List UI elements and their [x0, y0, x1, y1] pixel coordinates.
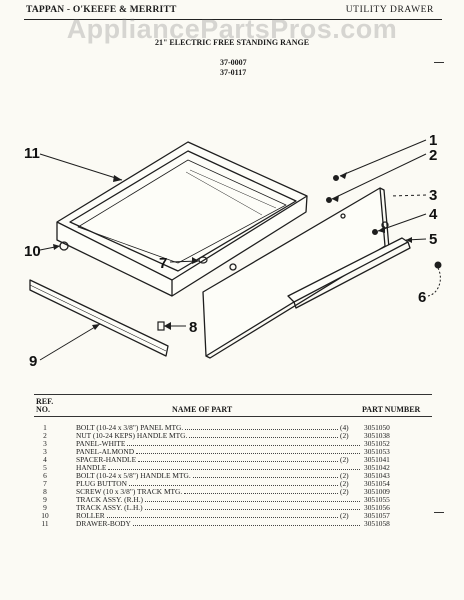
table-row: 4 SPACER-HANDLE (2) 3051041 [43, 455, 390, 464]
dotted-leader [136, 448, 360, 454]
part-name: SPACER-HANDLE [76, 455, 137, 464]
part-number: 3051054 [364, 479, 390, 488]
part-name: ROLLER [76, 511, 105, 520]
part-name: TRACK ASSY. (L.H.) [76, 503, 143, 512]
track-drawing [29, 279, 169, 357]
page-subtitle: 21" ELECTRIC FREE STANDING RANGE [154, 38, 310, 47]
drawer-body-drawing [56, 141, 308, 297]
callout-2: 2 [429, 147, 437, 164]
section-header: UTILITY DRAWER [345, 5, 434, 15]
table-row: 3 PANEL-ALMOND 3051053 [43, 447, 390, 456]
ref-header-line1: REF. [36, 397, 54, 406]
callout-8: 8 [189, 319, 197, 336]
dotted-leader [189, 432, 338, 438]
table-row: 9 TRACK ASSY. (R.H.) 3051055 [43, 495, 390, 504]
model-number-1: 37-0007 [220, 58, 247, 67]
part-qty: (2) [340, 479, 349, 488]
callout-4: 4 [429, 206, 438, 223]
part-qty: (4) [340, 423, 349, 432]
margin-mark [434, 62, 444, 63]
part-qty: (2) [340, 455, 349, 464]
part-name: BOLT (10-24 x 5/8") HANDLE MTG. [76, 471, 191, 480]
callout-5: 5 [429, 231, 437, 248]
model-number-2: 37-0117 [220, 68, 247, 77]
part-name: PANEL-ALMOND [76, 447, 135, 456]
dotted-leader [133, 520, 360, 526]
table-row: 10 ROLLER (2) 3051057 [41, 511, 390, 520]
part-number: 3051009 [364, 487, 390, 496]
part-qty: (2) [340, 487, 349, 496]
table-row: 11 DRAWER-BODY 3051058 [41, 519, 390, 528]
dotted-leader [193, 472, 338, 478]
margin-mark [434, 512, 444, 513]
part-qty: (2) [340, 511, 349, 520]
table-row: 6 BOLT (10-24 x 5/8") HANDLE MTG. (2) 30… [43, 471, 390, 480]
part-number: 3051038 [364, 431, 390, 440]
dotted-leader [129, 480, 338, 486]
part-qty: (2) [340, 431, 349, 440]
table-row: 8 SCREW (10 x 3/8") TRACK MTG. (2) 30510… [43, 487, 390, 496]
dotted-leader [184, 488, 338, 494]
fastener-drawings [157, 175, 442, 331]
part-name: SCREW (10 x 3/8") TRACK MTG. [76, 487, 183, 496]
dotted-leader [108, 464, 360, 470]
dotted-leader [185, 424, 338, 430]
part-name: NUT (10-24 KEPS) HANDLE MTG. [76, 431, 188, 440]
part-number: 3051043 [364, 471, 390, 480]
part-number: 3051056 [364, 503, 390, 512]
part-qty: (2) [340, 471, 349, 480]
brand-header: TAPPAN - O'KEEFE & MERRITT [26, 5, 177, 15]
part-name: PANEL-WHITE [76, 439, 126, 448]
part-number: 3051050 [364, 423, 390, 432]
ref-header-line2: NO. [36, 405, 50, 414]
part-name: PLUG BUTTON [76, 479, 127, 488]
dotted-leader [145, 504, 360, 510]
dotted-leader [127, 440, 360, 446]
part-number: 3051041 [364, 455, 390, 464]
table-row: 2 NUT (10-24 KEPS) HANDLE MTG. (2) 30510… [43, 431, 390, 440]
callout-11: 11 [24, 145, 40, 162]
watermark: AppliancePartsPros.com [66, 14, 398, 44]
part-number: 3051042 [364, 463, 390, 472]
table-row: 3 PANEL-WHITE 3051052 [43, 439, 390, 448]
dotted-leader [145, 496, 360, 502]
front-panel-drawing [202, 187, 411, 359]
part-number: 3051052 [364, 439, 390, 448]
table-row: 7 PLUG BUTTON (2) 3051054 [43, 479, 390, 488]
table-row: 5 HANDLE 3051042 [43, 463, 390, 472]
part-number: 3051058 [364, 519, 390, 528]
dotted-leader [107, 512, 338, 518]
callout-9: 9 [29, 353, 37, 370]
part-name: TRACK ASSY. (R.H.) [76, 495, 144, 504]
header-rule [24, 19, 442, 20]
callout-1: 1 [429, 132, 437, 149]
table-row: 9 TRACK ASSY. (L.H.) 3051056 [43, 503, 390, 512]
callout-7: 7 [159, 255, 167, 272]
callout-6: 6 [418, 289, 426, 306]
part-name: DRAWER-BODY [76, 519, 131, 528]
callout-arrowheads [53, 172, 412, 330]
callout-leaders [39, 139, 441, 361]
table-top-rule [34, 394, 432, 395]
part-number: 3051053 [364, 447, 390, 456]
part-name: HANDLE [76, 463, 107, 472]
part-name: BOLT (10-24 x 3/8") PANEL MTG. [76, 423, 184, 432]
name-header: NAME OF PART [172, 405, 233, 414]
part-number: 3051055 [364, 495, 390, 504]
callout-3: 3 [429, 187, 437, 204]
dotted-leader [138, 456, 338, 462]
table-row: 1 BOLT (10-24 x 3/8") PANEL MTG. (4) 305… [43, 423, 390, 432]
table-header-rule [34, 416, 432, 417]
part-number-header: PART NUMBER [362, 405, 421, 414]
callout-10: 10 [24, 243, 41, 260]
part-number: 3051057 [364, 511, 390, 520]
